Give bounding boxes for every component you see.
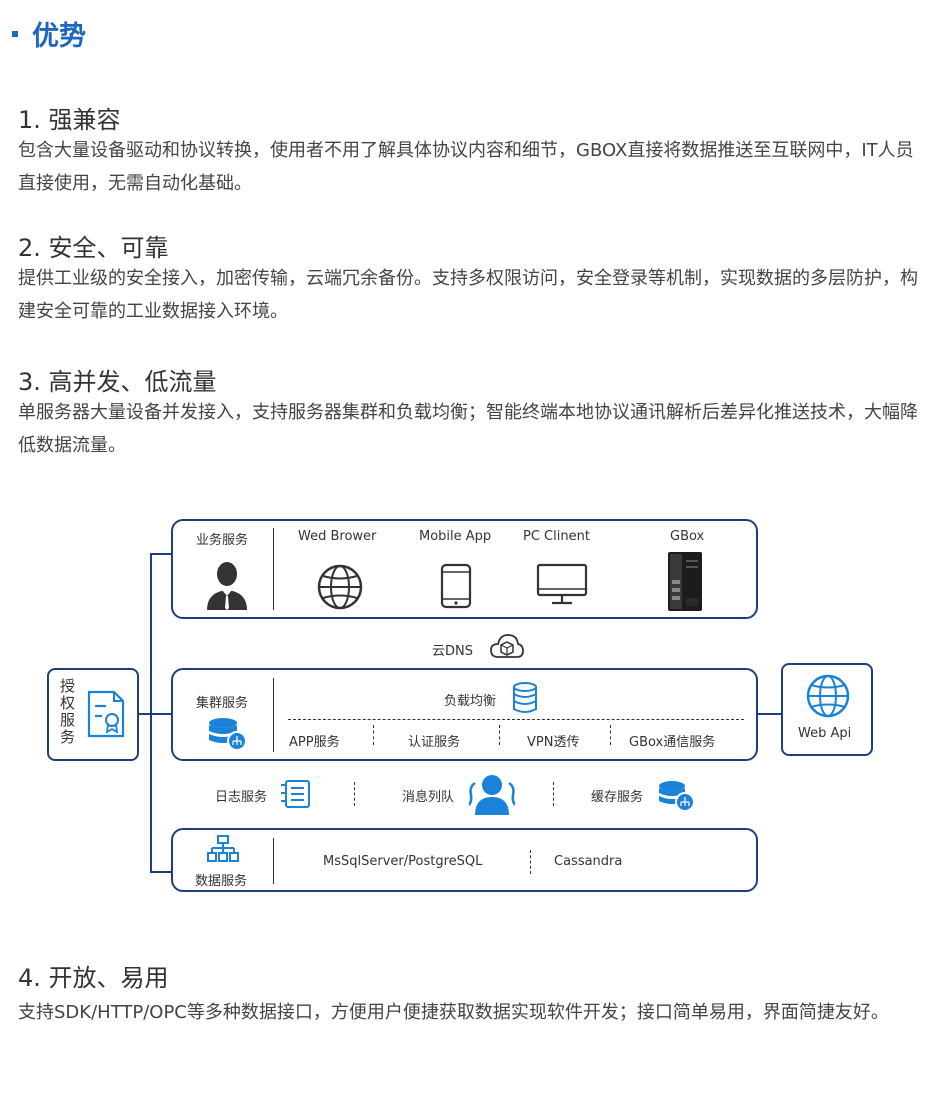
connector-cluster xyxy=(138,713,172,715)
log-list-icon xyxy=(281,780,310,808)
certificate-icon xyxy=(87,690,125,738)
section-3-heading: 3. 高并发、低流量 xyxy=(18,368,217,396)
page-title-text: 优势 xyxy=(32,21,86,52)
cluster-service-label: 集群服务 xyxy=(196,696,249,711)
mobile-phone-icon xyxy=(440,563,472,609)
middle-dash-1 xyxy=(354,782,355,806)
cluster-database-icon xyxy=(209,718,247,751)
cloud-icon xyxy=(490,634,524,658)
cloud-dns-label: 云DNS xyxy=(432,644,473,659)
auth-service-label: 授权服务 xyxy=(60,677,76,746)
title-bullet-icon xyxy=(12,30,18,37)
business-service-box xyxy=(171,519,758,619)
globe-icon xyxy=(317,564,363,610)
business-service-label: 业务服务 xyxy=(196,533,249,548)
web-api-label: Web Api xyxy=(798,726,852,741)
gbox-comm-service-label: GBox通信服务 xyxy=(629,735,716,750)
cluster-divider xyxy=(273,678,274,752)
cluster-dashed-separator xyxy=(288,719,744,720)
section-4-heading: 4. 开放、易用 xyxy=(18,964,169,992)
message-queue-label: 消息列队 xyxy=(402,790,455,805)
web-api-box xyxy=(781,663,873,756)
vpn-service-label: VPN透传 xyxy=(527,735,580,750)
page-title: 优势 xyxy=(8,14,86,53)
middle-dash-2 xyxy=(553,782,554,806)
section-3-body: 单服务器大量设备并发接入，支持服务器集群和负载均衡；智能终端本地协议通讯解析后差… xyxy=(18,402,918,456)
client-mobile-app-label: Mobile App xyxy=(419,529,492,544)
gbox-device-icon xyxy=(668,552,702,611)
cache-service-label: 缓存服务 xyxy=(591,790,644,805)
user-group-icon xyxy=(469,775,515,815)
data-service-box xyxy=(171,828,758,892)
cluster-service-box xyxy=(171,668,758,761)
data-divider xyxy=(273,838,274,884)
monitor-icon xyxy=(536,563,588,605)
section-4-body: 支持SDK/HTTP/OPC等多种数据接口，方便用户便捷获取数据实现软件开发；接… xyxy=(18,1002,889,1023)
connector-data xyxy=(150,871,172,873)
app-service-label: APP服务 xyxy=(289,735,340,750)
load-balance-label: 负载均衡 xyxy=(444,694,497,709)
cache-database-icon xyxy=(659,781,695,812)
section-1-heading: 1. 强兼容 xyxy=(18,106,121,134)
connector-business xyxy=(150,553,172,555)
section-2-body: 提供工业级的安全接入，加密传输，云端冗余备份。支持多权限访问，安全登录等机制，实… xyxy=(18,268,918,322)
web-api-globe-icon xyxy=(806,674,850,718)
connector-webapi xyxy=(757,713,781,715)
db-cassandra-label: Cassandra xyxy=(554,854,623,869)
load-balance-database-icon xyxy=(513,682,537,713)
auth-check-service-label: 认证服务 xyxy=(408,735,461,750)
client-pc-label: PC Clinent xyxy=(523,529,590,544)
cluster-dash-3 xyxy=(610,725,611,745)
user-icon xyxy=(207,562,247,610)
cluster-dash-2 xyxy=(499,725,500,745)
client-gbox-label: GBox xyxy=(670,529,705,544)
data-hierarchy-icon xyxy=(207,835,239,862)
cluster-dash-1 xyxy=(373,725,374,745)
business-divider xyxy=(273,528,274,610)
db-mssql-postgres-label: MsSqlServer/PostgreSQL xyxy=(323,854,483,869)
section-2-heading: 2. 安全、可靠 xyxy=(18,234,169,262)
client-web-browser-label: Wed Brower xyxy=(298,529,377,544)
section-1-body: 包含大量设备驱动和协议转换，使用者不用了解具体协议内容和细节，GBOX直接将数据… xyxy=(18,140,914,194)
data-dash xyxy=(530,850,531,874)
data-service-label: 数据服务 xyxy=(195,874,248,889)
log-service-label: 日志服务 xyxy=(215,790,268,805)
